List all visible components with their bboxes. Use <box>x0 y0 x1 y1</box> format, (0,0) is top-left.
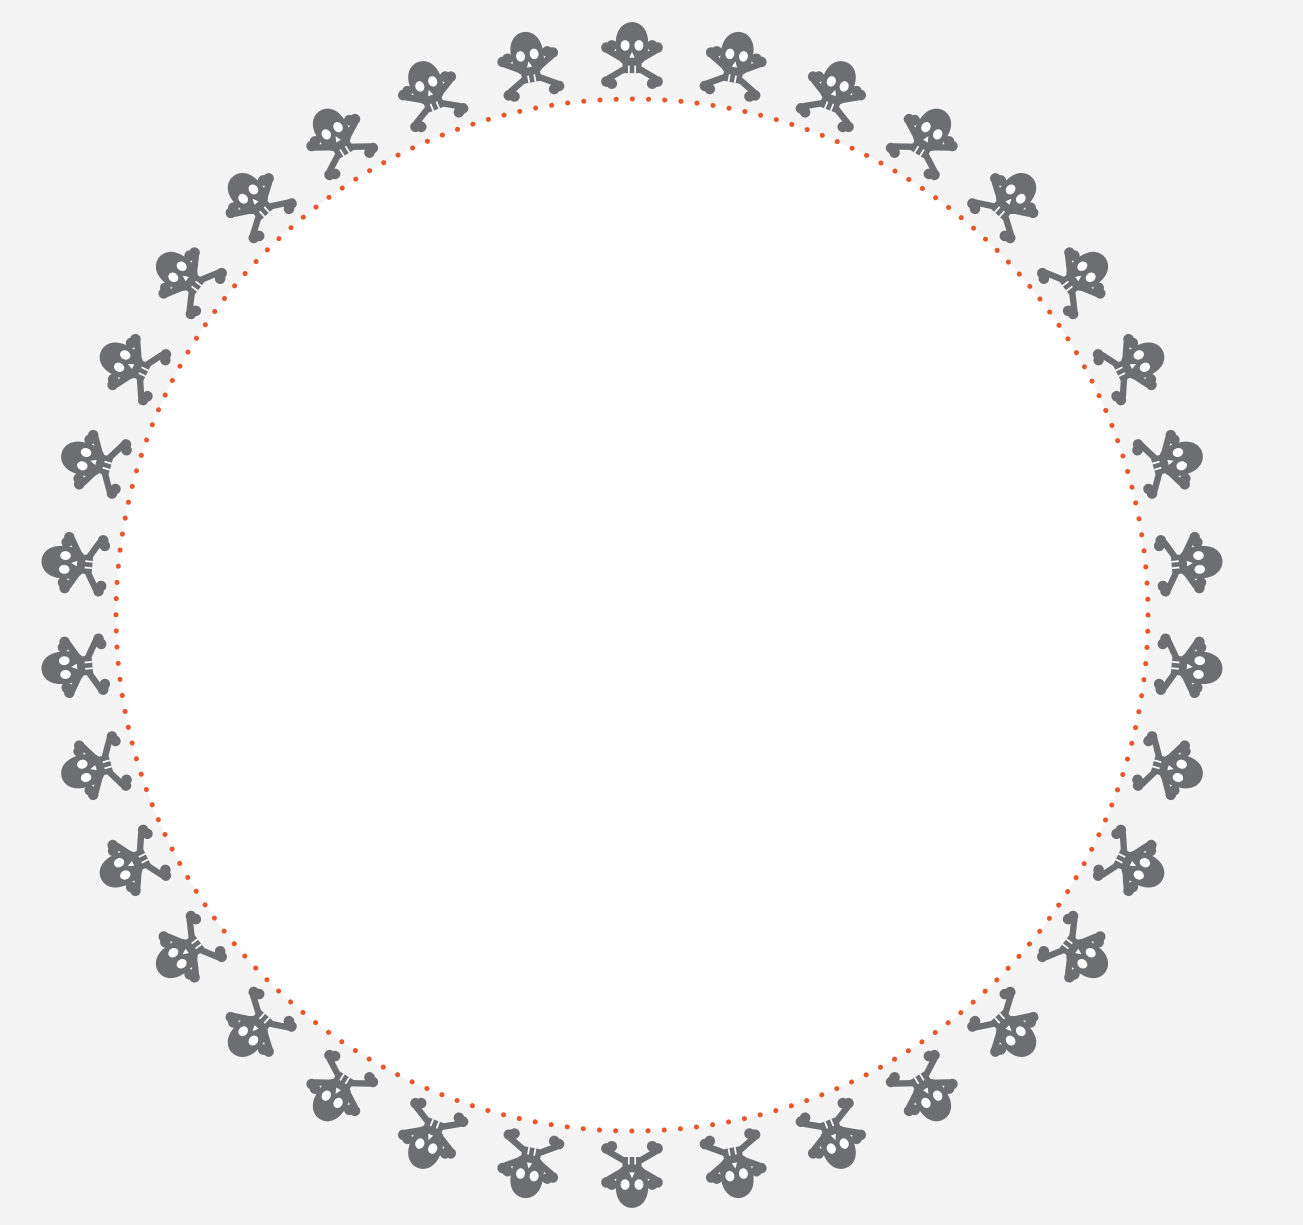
skull-and-crossbones-icon <box>1089 822 1176 907</box>
skull-and-crossbones-icon <box>53 423 134 501</box>
skull-and-crossbones-icon <box>793 1094 875 1179</box>
skull-and-crossbones-icon <box>1129 729 1210 807</box>
skull-and-crossbones-icon <box>1153 530 1225 598</box>
skull-and-crossbones-icon <box>601 1141 663 1208</box>
skull-and-crossbones-icon <box>793 51 875 136</box>
skull-and-crossbones-icon <box>389 51 471 136</box>
inner-white-disc <box>116 99 1148 1131</box>
dotted-border-ring <box>113 96 1151 1134</box>
skull-and-crossbones-icon <box>53 729 134 807</box>
skull-and-crossbones-icon <box>1129 423 1210 501</box>
skull-and-crossbones-icon <box>493 27 566 104</box>
skull-and-crossbones-icon <box>601 22 663 89</box>
skull-and-crossbones-icon <box>698 27 771 104</box>
skull-and-crossbones-icon <box>698 1126 771 1203</box>
skull-and-crossbones-icon <box>39 633 111 701</box>
skull-and-crossbones-icon <box>87 323 174 408</box>
skull-and-crossbones-icon <box>39 530 111 598</box>
skull-and-crossbones-icon <box>493 1126 566 1203</box>
skull-and-crossbones-icon <box>1153 633 1225 701</box>
skull-and-crossbones-icon <box>87 822 174 907</box>
skull-and-crossbones-icon <box>389 1094 471 1179</box>
skull-and-crossbones-icon <box>1089 323 1176 408</box>
